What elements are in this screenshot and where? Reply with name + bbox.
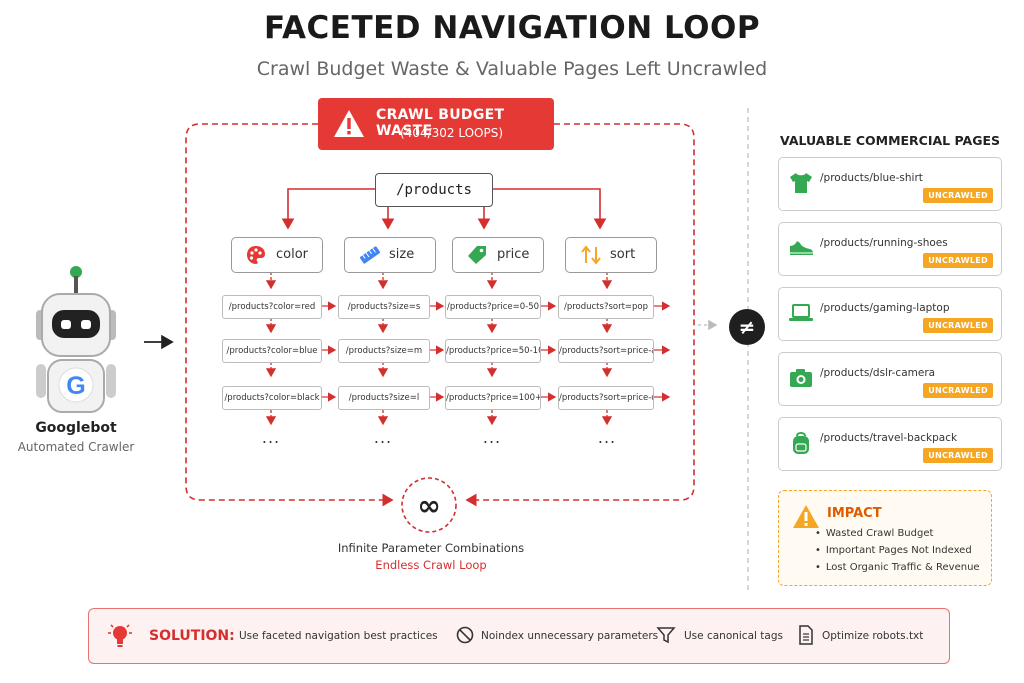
valuable-page-card: /products/gaming-laptop UNCRAWLED xyxy=(778,287,1002,341)
facet-sort: sort xyxy=(565,237,657,273)
solution-item: Optimize robots.txt xyxy=(822,630,924,642)
waste-subtitle: (404/302 LOOPS) xyxy=(400,126,504,140)
url-node: /products?size=l xyxy=(338,386,430,410)
page-path: /products/blue-shirt xyxy=(820,172,923,184)
infinity-loop-node: ∞ xyxy=(401,477,457,533)
prohibited-icon xyxy=(456,626,474,644)
googlebot-robot-icon: G xyxy=(36,266,116,413)
solution-item: Noindex unnecessary parameters xyxy=(481,630,659,642)
url-node: /products?sort=price-asc xyxy=(558,339,654,363)
impact-list: Wasted Crawl Budget Important Pages Not … xyxy=(815,527,980,578)
facet-label: color xyxy=(276,247,309,262)
uncrawled-badge: UNCRAWLED xyxy=(923,188,993,203)
camera-icon xyxy=(790,369,812,387)
url-node: /products?color=red xyxy=(222,295,322,319)
continuation-dots: ... xyxy=(261,428,281,447)
impact-item: Important Pages Not Indexed xyxy=(815,544,980,557)
url-node: /products?color=blue xyxy=(222,339,322,363)
continuation-dots: ... xyxy=(373,428,393,447)
solution-item: Use canonical tags xyxy=(684,630,783,642)
shoe-icon xyxy=(790,241,813,255)
url-node: /products?size=m xyxy=(338,339,430,363)
uncrawled-badge: UNCRAWLED xyxy=(923,383,993,398)
uncrawled-badge: UNCRAWLED xyxy=(923,318,993,333)
url-node: /products?sort=pop xyxy=(558,295,654,319)
facet-color: color xyxy=(231,237,323,273)
facet-price: price xyxy=(452,237,544,273)
solution-item: Use faceted navigation best practices xyxy=(239,630,438,642)
url-node: /products?price=0-50 xyxy=(445,295,541,319)
google-logo: G xyxy=(66,372,85,400)
laptop-icon xyxy=(789,304,813,321)
page-path: /products/travel-backpack xyxy=(820,432,958,444)
not-equal-icon: ≠ xyxy=(729,309,765,345)
valuable-page-card: /products/blue-shirt UNCRAWLED xyxy=(778,157,1002,211)
googlebot-subtitle: Automated Crawler xyxy=(17,440,135,454)
continuation-dots: ... xyxy=(597,428,617,447)
solution-title: SOLUTION: xyxy=(149,628,235,644)
googlebot-label: Googlebot xyxy=(35,420,117,436)
waste-title: CRAWL BUDGET WASTE xyxy=(376,107,505,139)
loop-sublabel: Endless Crawl Loop xyxy=(375,558,487,572)
url-node: /products?color=black xyxy=(222,386,322,410)
uncrawled-badge: UNCRAWLED xyxy=(923,448,993,463)
warning-icon xyxy=(793,505,819,528)
url-node: /products?price=50-100 xyxy=(445,339,541,363)
valuable-page-card: /products/dslr-camera UNCRAWLED xyxy=(778,352,1002,406)
url-node: /products?price=100+ xyxy=(445,386,541,410)
page-path: /products/running-shoes xyxy=(820,237,948,249)
valuable-page-card: /products/running-shoes UNCRAWLED xyxy=(778,222,1002,276)
price-tag-icon xyxy=(468,246,486,264)
filter-icon xyxy=(656,627,676,644)
impact-title: IMPACT xyxy=(827,506,882,521)
crawl-budget-waste-banner: CRAWL BUDGET WASTE (404/302 LOOPS) xyxy=(318,98,554,150)
impact-item: Wasted Crawl Budget xyxy=(815,527,980,540)
document-icon xyxy=(799,625,813,645)
valuable-pages-title: VALUABLE COMMERCIAL PAGES xyxy=(780,133,1000,148)
loop-frame xyxy=(185,123,394,507)
page-path: /products/dslr-camera xyxy=(820,367,936,379)
page-subtitle: Crawl Budget Waste & Valuable Pages Left… xyxy=(256,58,768,80)
backpack-icon xyxy=(793,432,809,454)
products-root-node: /products xyxy=(375,173,493,207)
url-node: /products?size=s xyxy=(338,295,430,319)
uncrawled-badge: UNCRAWLED xyxy=(923,253,993,268)
loop-frame-right xyxy=(465,123,695,507)
facet-label: size xyxy=(389,247,415,262)
lightbulb-icon xyxy=(108,624,132,647)
impact-box: IMPACT Wasted Crawl Budget Important Pag… xyxy=(778,490,992,586)
sort-arrows-icon xyxy=(581,245,601,265)
continuation-dots: ... xyxy=(482,428,502,447)
valuable-page-card: /products/travel-backpack UNCRAWLED xyxy=(778,417,1002,471)
page-title: FACETED NAVIGATION LOOP xyxy=(263,10,761,46)
facet-label: price xyxy=(497,247,530,262)
warning-icon xyxy=(334,110,364,137)
facet-label: sort xyxy=(610,247,636,262)
solution-bar: SOLUTION: Use faceted navigation best pr… xyxy=(88,608,950,664)
url-node: /products?sort=price-desc xyxy=(558,386,654,410)
shirt-icon xyxy=(790,173,812,193)
impact-item: Lost Organic Traffic & Revenue xyxy=(815,561,980,574)
loop-label: Infinite Parameter Combinations xyxy=(337,541,525,555)
ruler-icon xyxy=(359,246,381,264)
facet-size: size xyxy=(344,237,436,273)
infinity-icon: ∞ xyxy=(417,489,440,522)
palette-icon xyxy=(247,246,265,264)
page-path: /products/gaming-laptop xyxy=(820,302,950,314)
